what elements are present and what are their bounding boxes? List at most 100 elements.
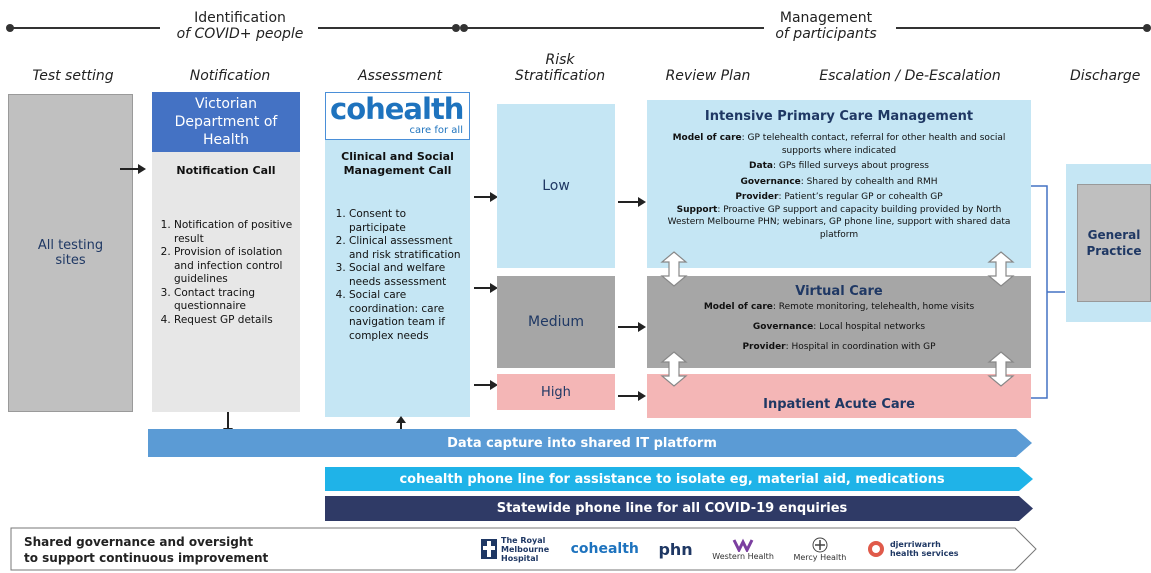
assessment-item: Social and welfare needs assessment xyxy=(349,262,464,289)
ipcm-line: Support: Proactive GP support and capaci… xyxy=(657,204,1021,242)
escalation-arrows xyxy=(660,251,1015,387)
assessment-item: Consent to participate xyxy=(349,208,464,235)
footer-logos: The Royal Melbourne Hospital cohealth ph… xyxy=(480,532,960,566)
ipcm-line: Model of care: GP telehealth contact, re… xyxy=(657,132,1021,157)
ipcm-title: Intensive Primary Care Management xyxy=(704,109,974,124)
col-risk-line1: Risk xyxy=(545,52,575,68)
phn-logo: phn xyxy=(658,539,693,559)
mercy-health-logo: Mercy Health xyxy=(793,537,846,562)
risk-low-box: Low xyxy=(497,104,615,268)
notification-item: Request GP details xyxy=(174,314,294,328)
col-escalation: Escalation / De-Escalation xyxy=(819,68,1001,84)
rmh-crest-icon xyxy=(481,539,497,559)
footer-text: Shared governance and oversight to suppo… xyxy=(24,534,268,566)
arrow-assessment-up-head xyxy=(396,416,406,423)
statewide-band-shape xyxy=(325,496,1033,521)
cohealth-logo: cohealth care for all xyxy=(325,92,470,140)
virtual-line: Provider: Hospital in coordination with … xyxy=(647,341,1031,353)
col-review-plan: Review Plan xyxy=(665,68,751,84)
risk-low-text: Low xyxy=(542,178,570,194)
timeline-mid xyxy=(318,27,458,29)
identification-subtitle: of COVID+ people xyxy=(176,26,304,42)
arrow-low-to-ipcm xyxy=(618,197,646,207)
cohealth-line-band-shape xyxy=(325,467,1033,491)
cohealth-line-band: cohealth phone line for assistance to is… xyxy=(399,471,945,487)
ipcm-line: Governance: Shared by cohealth and RMH xyxy=(657,176,1021,189)
virtual-line: Governance: Local hospital networks xyxy=(647,321,1031,333)
col-risk: Risk Stratification xyxy=(500,52,620,84)
assessment-item: Social care coordination: care navigatio… xyxy=(349,289,464,343)
djerriwarrh-text: djerriwarrh health services xyxy=(889,540,959,558)
statewide-band: Statewide phone line for all COVID-19 en… xyxy=(496,501,848,516)
ipcm-text: : Proactive GP support and capacity buil… xyxy=(667,204,1011,240)
risk-medium-text: Medium xyxy=(528,314,584,330)
data-capture-band-shape xyxy=(148,429,1032,457)
timeline-left xyxy=(10,27,160,29)
virtual-care-title: Virtual Care xyxy=(795,284,883,299)
management-title: Management xyxy=(779,10,873,26)
assessment-call-box: Clinical and Social Management Call Cons… xyxy=(325,140,470,417)
timeline-right-b xyxy=(896,27,1146,29)
arrow-high-to-inpatient xyxy=(618,391,646,401)
notification-call-box: Notification Call Notification of positi… xyxy=(152,152,300,412)
general-practice-text: General Practice xyxy=(1086,228,1142,258)
djerriwarrh-logo: djerriwarrh health services xyxy=(866,539,960,559)
ipcm-label: Governance xyxy=(740,176,801,187)
cohealth-logo-tagline: care for all xyxy=(409,125,463,136)
col-risk-line2: Stratification xyxy=(514,68,606,84)
test-setting-box: All testing sites xyxy=(8,94,133,412)
rmh-logo: The Royal Melbourne Hospital xyxy=(480,536,551,563)
footer-line1: Shared governance and oversight xyxy=(24,535,254,549)
footer-shape xyxy=(10,527,1037,571)
test-setting-text: All testing sites xyxy=(37,238,104,268)
ipcm-label: Support xyxy=(676,204,718,215)
western-health-logo: Western Health xyxy=(712,538,774,561)
inpatient-text: Inpatient Acute Care xyxy=(763,397,915,412)
arrow-to-medium xyxy=(474,283,498,293)
notification-item: Provision of isolation and infection con… xyxy=(174,246,294,287)
cohealth-small-logo: cohealth xyxy=(570,541,639,557)
western-health-text: Western Health xyxy=(712,551,774,561)
virtual-text: : Hospital in coordination with GP xyxy=(785,342,936,352)
col-notification: Notification xyxy=(189,68,271,84)
discharge-bracket xyxy=(1031,185,1065,399)
virtual-label: Provider xyxy=(742,342,786,352)
cohealth-logo-name: cohealth xyxy=(330,92,464,126)
virtual-text: : Local hospital networks xyxy=(813,322,926,332)
ipcm-text: : Shared by cohealth and RMH xyxy=(800,176,938,187)
assessment-call-title: Clinical and Social Management Call xyxy=(341,150,454,177)
ipcm-line: Data: GPs filled surveys about progress xyxy=(657,160,1021,173)
arrow-to-high xyxy=(474,380,498,390)
ipcm-label: Provider xyxy=(735,192,779,202)
virtual-text: : Remote monitoring, telehealth, home vi… xyxy=(772,302,975,312)
virtual-line: Model of care: Remote monitoring, telehe… xyxy=(647,301,1031,313)
col-assessment: Assessment xyxy=(358,68,442,84)
ipcm-label: Data xyxy=(749,161,773,171)
rmh-logo-text: The Royal Melbourne Hospital xyxy=(501,535,550,563)
notification-call-title: Notification Call xyxy=(176,164,276,177)
footer-line2: to support continuous improvement xyxy=(24,551,269,565)
timeline-right-a xyxy=(464,27,764,29)
arrow-medium-to-virtual xyxy=(618,322,646,332)
virtual-care-box: Virtual Care Model of care: Remote monit… xyxy=(647,276,1031,368)
data-capture-band: Data capture into shared IT platform xyxy=(447,435,717,451)
virtual-care-details: Model of care: Remote monitoring, telehe… xyxy=(647,301,1031,353)
header-identification: Identification of COVID+ people xyxy=(160,10,320,42)
header-management: Management of participants xyxy=(756,10,896,42)
ipcm-box: Intensive Primary Care Management Model … xyxy=(647,100,1031,268)
assessment-call-list: Consent to participate Clinical assessme… xyxy=(325,208,470,343)
inpatient-box: Inpatient Acute Care xyxy=(647,374,1031,418)
djerriwarrh-icon xyxy=(867,541,884,557)
mercy-health-icon xyxy=(812,537,828,552)
virtual-label: Governance xyxy=(752,322,814,332)
virtual-label: Model of care xyxy=(703,302,773,312)
ipcm-label: Model of care xyxy=(672,133,742,143)
risk-high-box: High xyxy=(497,374,615,410)
arrow-test-to-notification xyxy=(120,164,146,174)
management-subtitle: of participants xyxy=(775,26,877,42)
risk-high-text: High xyxy=(541,384,571,400)
vic-dept-box: Victorian Department of Health xyxy=(152,92,300,152)
identification-title: Identification xyxy=(194,10,286,26)
discharge-panel: General Practice xyxy=(1066,164,1151,322)
notification-item: Contact tracing questionnaire xyxy=(174,287,294,314)
